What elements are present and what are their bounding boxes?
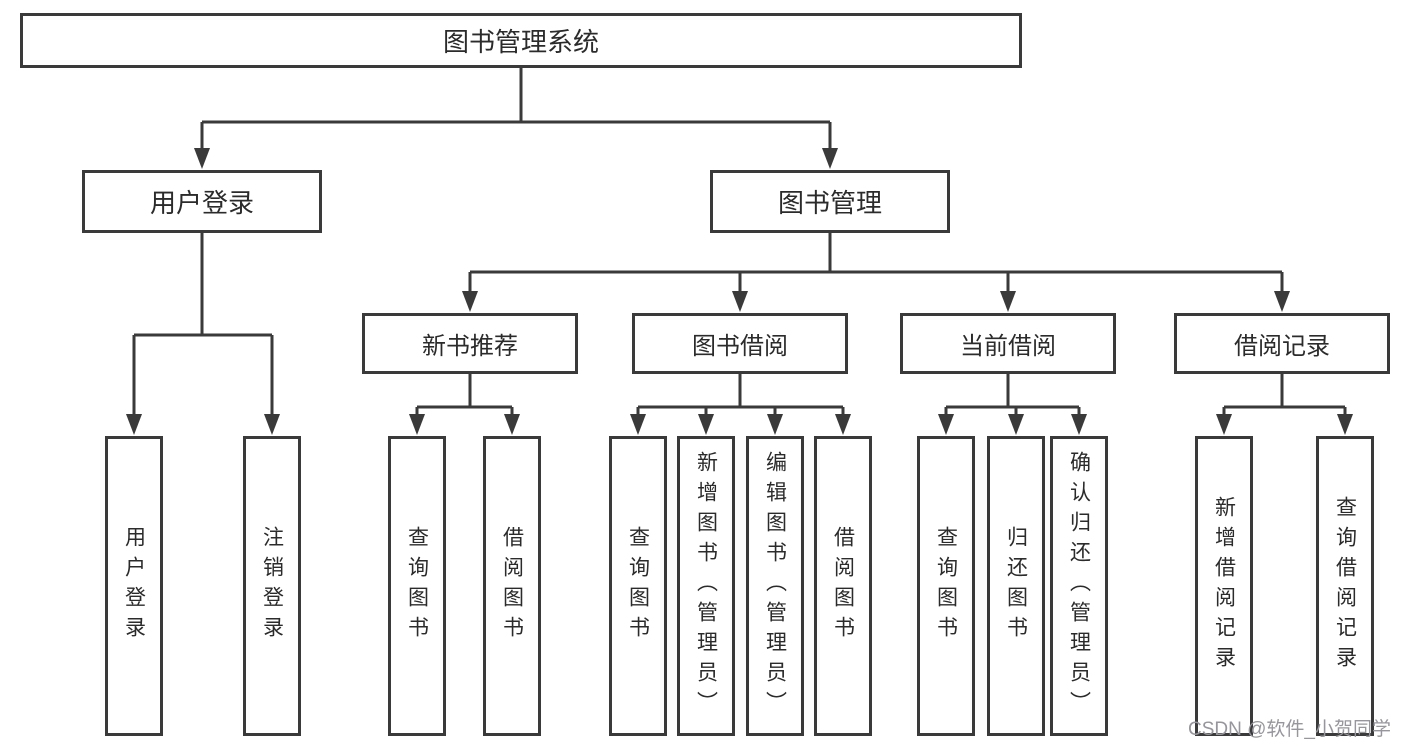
node-current-borrowing: 当前借阅 — [900, 313, 1116, 374]
leaf-user-login: 用户登录 — [105, 436, 163, 736]
leaf-query-books-current: 查询图书 — [917, 436, 975, 736]
node-user-login: 用户登录 — [82, 170, 322, 233]
leaf-borrow-books-recommend: 借阅图书 — [483, 436, 541, 736]
leaf-add-borrow-record: 新增借阅记录 — [1195, 436, 1253, 736]
leaf-add-books-admin: 新增图书（管理员） — [677, 436, 735, 736]
leaf-logout: 注销登录 — [243, 436, 301, 736]
node-book-borrowing: 图书借阅 — [632, 313, 848, 374]
leaf-borrow-books: 借阅图书 — [814, 436, 872, 736]
node-new-book-recommend: 新书推荐 — [362, 313, 578, 374]
leaf-edit-books-admin: 编辑图书（管理员） — [746, 436, 804, 736]
leaf-query-borrow-record: 查询借阅记录 — [1316, 436, 1374, 736]
csdn-watermark: CSDN @软件_小贺同学 — [1188, 719, 1391, 740]
node-book-management: 图书管理 — [710, 170, 950, 233]
leaf-query-books-recommend: 查询图书 — [388, 436, 446, 736]
node-borrowing-records: 借阅记录 — [1174, 313, 1390, 374]
leaf-return-books: 归还图书 — [987, 436, 1045, 736]
node-library-management-system: 图书管理系统 — [20, 13, 1022, 68]
leaf-query-books-borrowing: 查询图书 — [609, 436, 667, 736]
leaf-confirm-return-admin: 确认归还（管理员） — [1050, 436, 1108, 736]
